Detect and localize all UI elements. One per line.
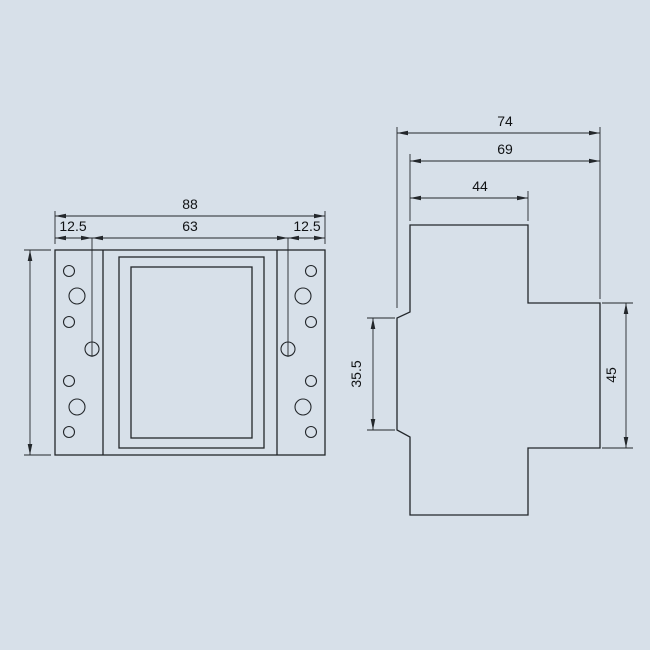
side-body-depth-label: 69: [497, 141, 513, 157]
terminal-hole: [304, 264, 318, 278]
terminal-hole: [304, 374, 318, 388]
front-left-offset-label: 12.5: [59, 218, 86, 234]
front-body-outline: [54, 249, 326, 456]
side-view: 74 69 44 35.5 45: [348, 113, 633, 516]
terminal-hole: [62, 315, 76, 329]
terminal-hole: [294, 398, 312, 416]
display-window-outer: [118, 256, 265, 449]
terminal-hole: [68, 287, 86, 305]
terminal-hole: [62, 264, 76, 278]
terminal-hole: [304, 315, 318, 329]
terminal-hole: [68, 398, 86, 416]
side-total-depth-label: 74: [497, 113, 513, 129]
terminal-hole: [294, 287, 312, 305]
front-total-width-label: 88: [182, 196, 198, 212]
terminal-hole: [62, 374, 76, 388]
side-top-depth-label: 44: [472, 178, 488, 194]
side-profile-outline: [396, 224, 601, 516]
display-window-inner: [130, 266, 253, 439]
side-rail-height-label: 35.5: [348, 360, 364, 387]
terminal-hole: [304, 425, 318, 439]
front-view: 88 12.5 63 12.5: [24, 196, 326, 456]
front-dimensions: 88 12.5 63 12.5: [24, 196, 326, 456]
front-body: [54, 249, 326, 456]
front-right-offset-label: 12.5: [293, 218, 320, 234]
side-dimensions: 74 69 44 35.5 45: [348, 113, 633, 449]
side-flange-height-label: 45: [603, 367, 619, 383]
front-center-spacing-label: 63: [182, 218, 198, 234]
terminal-hole: [62, 425, 76, 439]
